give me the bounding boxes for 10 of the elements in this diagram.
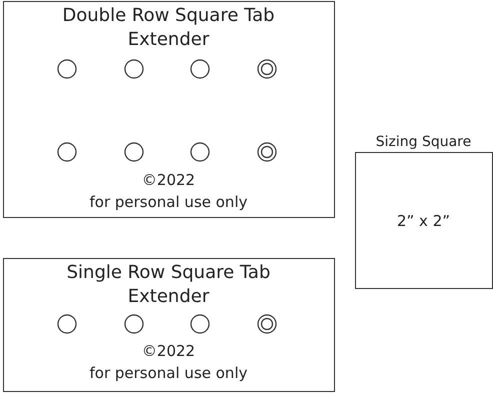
copyright-text: ©2022 bbox=[140, 341, 196, 361]
title-text: Double Row Square Tab Extender bbox=[61, 4, 276, 52]
size-label: 2” x 2” bbox=[396, 211, 452, 231]
note-text: for personal use only bbox=[88, 363, 248, 383]
title-text: Single Row Square Tab Extender bbox=[66, 261, 272, 309]
heading-text: Sizing Square bbox=[374, 133, 472, 152]
copyright-text: ©2022 bbox=[140, 170, 196, 190]
template-card bbox=[3, 258, 335, 392]
template-card bbox=[3, 1, 335, 218]
note-text: for personal use only bbox=[88, 192, 248, 212]
